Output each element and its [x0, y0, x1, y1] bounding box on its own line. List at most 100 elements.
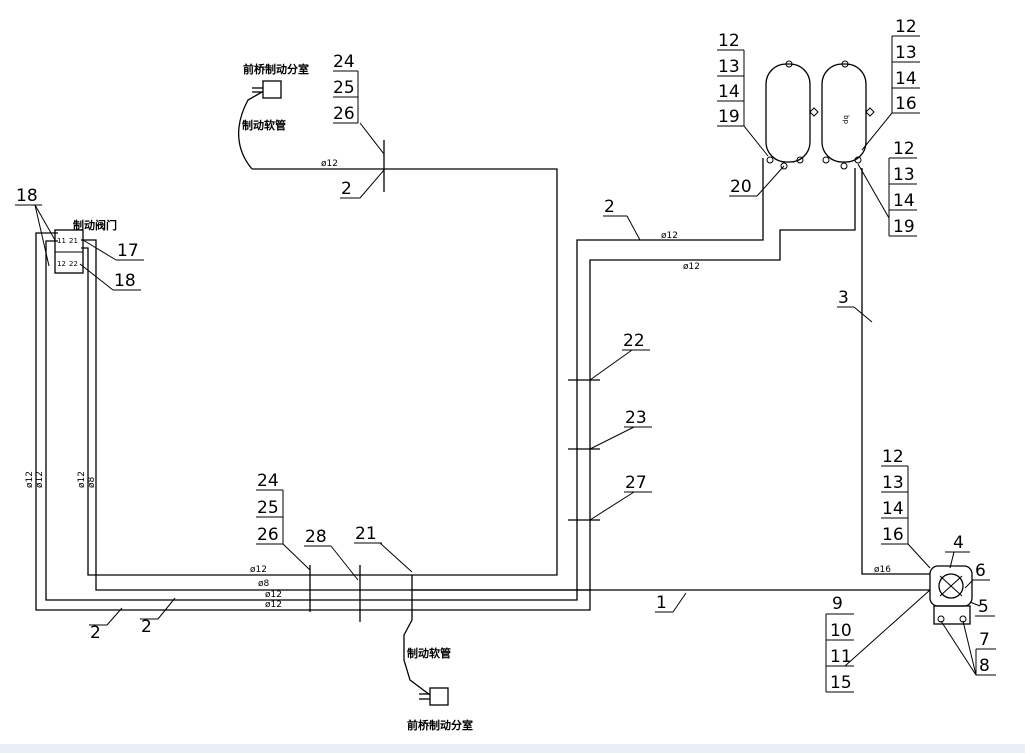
single-number-labels: 2 20 2 3 22 23 27 18 17 18 28 21 2 2 1 4… — [16, 177, 989, 643]
pipe-size-bottom-1: ø12 — [250, 565, 267, 575]
valve-port-11: 11 — [57, 237, 66, 245]
compressor-bolt-a — [937, 615, 945, 623]
brake-valve: 11 21 12 22 — [54, 229, 84, 274]
tank-1-port-a — [766, 156, 774, 164]
label-15: 15 — [830, 673, 852, 693]
tank-2-port-b — [840, 162, 848, 170]
pipe-size-left-a: ø12 — [25, 471, 35, 488]
pipe-network — [35, 91, 930, 696]
label-13-tank-left: 13 — [718, 57, 740, 77]
label-24-top: 24 — [333, 52, 355, 72]
label-13-tank-right-b: 13 — [893, 165, 915, 185]
air-tank-2: dq — [821, 60, 875, 170]
label-2-left-a: 2 — [90, 623, 101, 643]
text-brake-hose-top: 制动软管 — [242, 118, 286, 132]
compressor-cross-b — [939, 575, 963, 597]
leader-20 — [756, 165, 785, 197]
label-23: 23 — [625, 408, 647, 428]
label-12-tank-left: 12 — [718, 31, 740, 51]
label-8: 8 — [979, 656, 990, 676]
leader-2-left-a — [106, 607, 123, 626]
label-1: 1 — [656, 593, 667, 613]
label-12-tank-right: 12 — [895, 17, 917, 37]
label-24-bottom: 24 — [257, 471, 279, 491]
pipe-outer-loop — [35, 232, 591, 611]
leader-28 — [330, 545, 359, 581]
label-25-bottom: 25 — [257, 498, 279, 518]
leader-22 — [589, 349, 633, 381]
label-7: 7 — [979, 630, 990, 650]
label-19-tank-left: 19 — [718, 107, 740, 127]
label-stack-compressor-bottom: 9 10 11 15 — [825, 594, 854, 693]
tank-1-port-c — [796, 156, 804, 164]
tank-2-body — [821, 63, 867, 163]
label-13-tank-right: 13 — [895, 43, 917, 63]
tank-1-port-b — [780, 162, 788, 170]
label-stack-tank-right-bottom: 12 13 14 19 — [888, 139, 917, 237]
leader-12-19-right — [857, 163, 890, 219]
text-brake-valve: 制动阀门 — [73, 218, 117, 232]
leader-27 — [589, 491, 635, 521]
label-13-compressor: 13 — [882, 473, 904, 493]
label-2-top: 2 — [341, 179, 352, 199]
label-14-tank-right-b: 14 — [893, 191, 915, 211]
leader-2-top — [359, 169, 385, 199]
leader-4 — [949, 551, 955, 569]
leader-21 — [379, 542, 413, 573]
pipe-tank1 — [45, 158, 764, 601]
hose-upper — [237, 91, 263, 170]
leader-24-26-bottom — [282, 543, 311, 571]
label-27: 27 — [625, 473, 647, 493]
leader-9-15 — [844, 589, 931, 667]
tank-2-port-c — [854, 156, 862, 164]
leader-12-19-left — [743, 125, 769, 157]
joint-markers — [309, 140, 600, 622]
air-tank-1 — [765, 60, 819, 170]
tank-1-body — [765, 63, 811, 163]
label-28: 28 — [305, 527, 327, 547]
label-10: 10 — [830, 621, 852, 641]
tank-2-port-top — [841, 60, 849, 68]
label-22: 22 — [623, 331, 645, 351]
label-14-tank-right: 14 — [895, 69, 917, 89]
leader-12-16-right — [861, 112, 893, 151]
label-12-tank-right-b: 12 — [893, 139, 915, 159]
leader-6 — [964, 579, 974, 589]
label-16-compressor: 16 — [882, 525, 904, 545]
pipe-size-bottom-4: ø12 — [265, 600, 282, 610]
pipe-3 — [861, 168, 930, 575]
front-chamber-top — [252, 80, 282, 99]
label-4: 4 — [953, 533, 964, 553]
label-5: 5 — [978, 597, 989, 617]
air-compressor — [929, 565, 973, 625]
label-19-tank-right-b: 19 — [893, 217, 915, 237]
compressor-cylinder — [938, 573, 964, 599]
label-stack-7-8: 7 8 — [975, 630, 996, 676]
label-stack-compressor-top: 12 13 14 16 — [881, 447, 909, 545]
leader-5 — [969, 601, 981, 607]
leader-24-26-top — [359, 122, 385, 155]
label-26-top: 26 — [333, 104, 355, 124]
valve-port-12: 12 — [57, 260, 66, 268]
label-11: 11 — [830, 647, 852, 667]
leader-7-8-a — [940, 620, 977, 676]
label-18-lower: 18 — [114, 271, 136, 291]
label-stack-24-26-top: 24 25 26 — [333, 52, 359, 124]
label-25-top: 25 — [333, 78, 355, 98]
label-stack-tank-left: 12 13 14 19 — [717, 31, 745, 127]
compressor-base — [933, 605, 971, 625]
pipe-size-tank1: ø12 — [661, 231, 678, 241]
label-stack-24-26-bottom: 24 25 26 — [256, 471, 284, 545]
chinese-text-labels: 前桥制动分室 制动软管 制动阀门 制动软管 前桥制动分室 — [73, 62, 473, 732]
pipe-size-compressor: ø16 — [874, 565, 891, 575]
label-21: 21 — [355, 524, 377, 544]
leader-12-16-bottom — [907, 543, 931, 569]
pipe-size-left-b: ø12 — [35, 471, 45, 488]
leader-18-a — [34, 204, 56, 241]
pipe-size-bottom-3: ø12 — [265, 590, 282, 600]
leader-18-b — [34, 204, 50, 267]
label-underlines — [15, 195, 995, 626]
label-3: 3 — [838, 288, 849, 308]
